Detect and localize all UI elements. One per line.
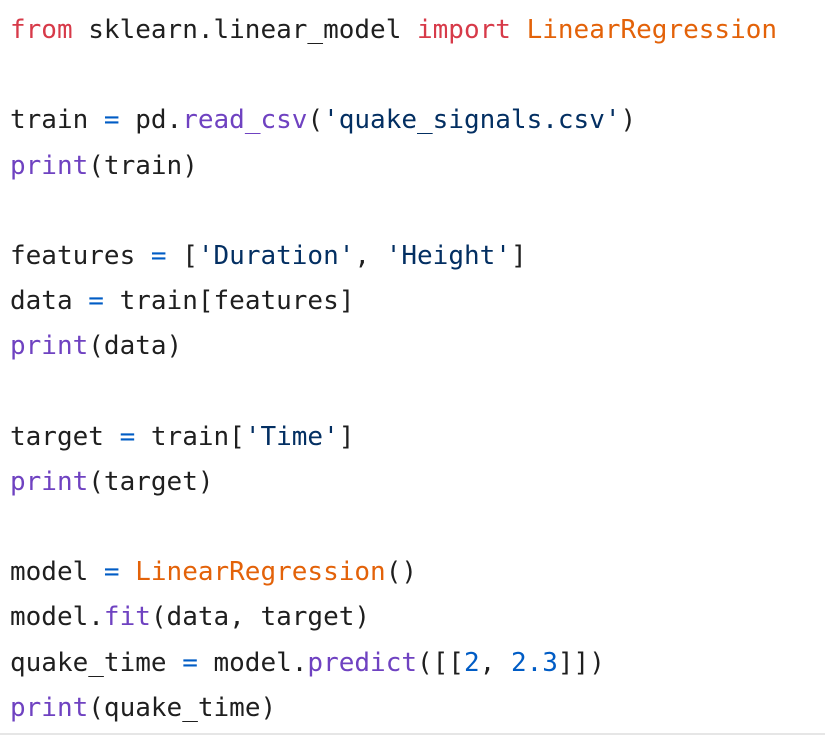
blank-line xyxy=(10,505,777,550)
code-token: pd. xyxy=(119,105,183,136)
code-token: predict xyxy=(307,647,417,678)
code-token: from xyxy=(10,15,73,45)
code-token: ( xyxy=(307,105,324,136)
code-line: data = train[features] xyxy=(10,279,777,324)
code-token: model. xyxy=(197,647,308,678)
code-token: 2 xyxy=(463,647,480,678)
code-token: 'Height' xyxy=(385,240,511,271)
code-token: ] xyxy=(338,421,355,452)
code-token: features xyxy=(10,240,151,271)
code-line: print(target) xyxy=(10,460,777,505)
code-token: (quake_time) xyxy=(88,692,277,723)
code-token: print xyxy=(10,150,89,181)
blank-line xyxy=(10,189,777,234)
code-token: , xyxy=(479,647,511,678)
code-token: (target) xyxy=(88,466,214,497)
code-token: = xyxy=(103,105,120,136)
code-token: read_csv xyxy=(182,105,308,136)
code-token: ] xyxy=(510,240,527,271)
code-line: target = train['Time'] xyxy=(10,415,777,460)
code-token: train xyxy=(10,105,104,136)
code-token: ([[ xyxy=(417,647,464,678)
code-token: 'Time' xyxy=(244,421,339,452)
code-line: model.fit(data, target) xyxy=(10,595,777,640)
code-block[interactable]: from sklearn.linear_model import LinearR… xyxy=(10,8,777,731)
code-token xyxy=(511,15,527,45)
code-token: print xyxy=(10,331,89,362)
code-token: 'quake_signals.csv' xyxy=(323,105,621,136)
code-line: print(data) xyxy=(10,324,777,369)
code-token: 2.3 xyxy=(510,647,558,678)
code-line: from sklearn.linear_model import LinearR… xyxy=(10,8,777,53)
code-token: [ xyxy=(166,240,198,271)
code-token: model xyxy=(10,557,104,588)
code-token: LinearRegression xyxy=(526,15,778,45)
code-token: (data, target) xyxy=(150,602,371,633)
code-token: = xyxy=(182,647,198,678)
code-token: data xyxy=(10,286,89,317)
code-token: 'Duration' xyxy=(197,240,355,271)
code-line: print(quake_time) xyxy=(10,686,777,731)
code-token: = xyxy=(150,240,167,271)
code-token: quake_time xyxy=(10,647,183,678)
blank-line xyxy=(10,370,777,415)
code-token: LinearRegression xyxy=(135,557,386,588)
code-token: fit xyxy=(103,602,151,633)
code-token: model. xyxy=(10,602,104,633)
code-line: features = ['Duration', 'Height'] xyxy=(10,234,777,279)
code-token: ]]) xyxy=(557,647,605,678)
code-token: = xyxy=(103,557,120,588)
code-token: ) xyxy=(620,105,637,136)
code-line: quake_time = model.predict([[2, 2.3]]) xyxy=(10,641,777,686)
code-token: = xyxy=(88,286,104,317)
code-token: (train) xyxy=(88,150,198,181)
code-token: print xyxy=(10,692,89,723)
code-token: import xyxy=(417,15,511,45)
code-line: model = LinearRegression() xyxy=(10,550,777,595)
code-token: = xyxy=(119,421,136,452)
code-token: train[ xyxy=(135,421,245,452)
code-token: () xyxy=(385,557,417,588)
code-token: (data) xyxy=(88,331,183,362)
code-line: train = pd.read_csv('quake_signals.csv') xyxy=(10,98,777,143)
code-token: sklearn.linear_model xyxy=(72,15,417,45)
code-token xyxy=(120,557,136,587)
code-token: target xyxy=(10,421,120,452)
code-line: print(train) xyxy=(10,144,777,189)
code-token: , xyxy=(354,240,386,271)
code-token: train[features] xyxy=(103,286,355,317)
code-token: print xyxy=(10,466,89,497)
blank-line xyxy=(10,53,777,98)
